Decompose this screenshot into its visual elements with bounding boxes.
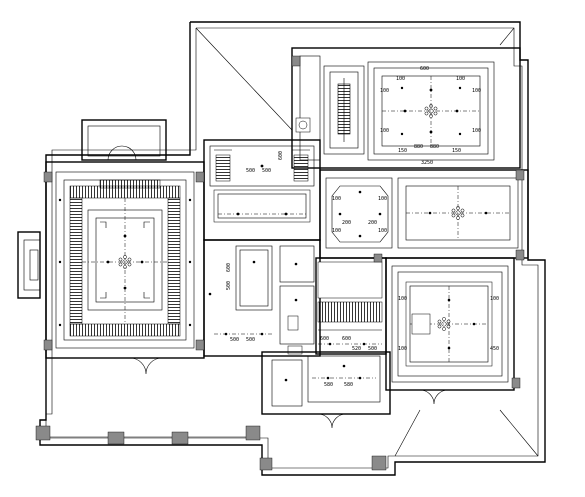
oct-dim-4: 100 [378,228,387,234]
center-dim-3: 500 [226,281,232,290]
ur-dim-10: 880 [414,144,423,150]
oct-dim-1: 100 [332,196,341,202]
ur-dim-3: 100 [380,128,389,134]
terrace-columns [35,425,387,471]
ur-dim-2: 100 [380,88,389,94]
center-dim-2: 500 [246,337,255,343]
center-hall: 500 500 500 600 [203,239,321,357]
left-bay [17,231,41,299]
kitchen-dim-2: 600 [342,336,351,342]
ur-dim-7: 100 [456,76,465,82]
ur-dim-12: 3250 [421,160,433,166]
stair-dim-3: 600 [278,151,284,160]
lower-right-room: 100 100 100 450 [385,257,515,405]
bc-dim-2: 580 [344,382,353,388]
stair-hall: 500 500 600 [203,139,321,241]
bc-dim-1: 580 [324,382,333,388]
bottom-corridor: 580 580 [261,351,391,429]
ur-dim-1: 600 [420,66,429,72]
porch [81,119,167,161]
upper-right-rooms: 600 100 100 100 100 100 100 150 150 880 … [291,47,521,169]
oct-dim-3: 100 [332,228,341,234]
lr-dim-4: 450 [490,346,499,352]
ur-dim-4: 100 [472,88,481,94]
ur-dim-11: 880 [430,144,439,150]
lr-dim-3: 100 [398,346,407,352]
stair-dim-1: 500 [246,168,255,174]
center-dim-1: 500 [230,337,239,343]
lr-dim-2: 100 [490,296,499,302]
ur-dim-8: 150 [398,148,407,154]
kitchen-dim-4: 500 [368,346,377,352]
kitchen-dim-3: 520 [352,346,361,352]
ur-dim-9: 150 [452,148,461,154]
kitchen-dim-1: 600 [320,336,329,342]
ur-dim-5: 100 [472,128,481,134]
oct-dim-2: 100 [378,196,387,202]
middle-right-rooms: 100 100 100 100 200 200 [319,169,529,259]
oct-dim-6: 200 [368,220,377,226]
kitchen-corridor: 600 600 520 500 [315,257,387,355]
living-room [45,161,205,375]
wall-columns [43,55,525,389]
stair-dim-2: 500 [262,168,271,174]
ur-dim-6: 100 [396,76,405,82]
lr-dim-1: 100 [398,296,407,302]
center-dim-4: 600 [226,263,232,272]
oct-dim-5: 200 [342,220,351,226]
